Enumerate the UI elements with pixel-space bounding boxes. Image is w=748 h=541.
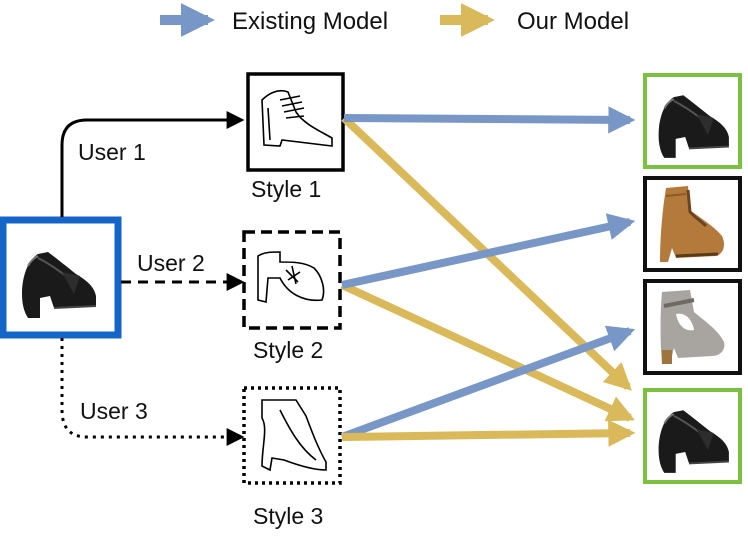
retrieval-arrows xyxy=(340,106,636,447)
sketch-1: Style 1 xyxy=(246,72,345,202)
existing-arrow-style-1 xyxy=(343,106,636,134)
user-3-connector xyxy=(60,338,245,446)
sketch-3-label: Style 3 xyxy=(253,503,323,529)
legend-existing-label: Existing Model xyxy=(232,8,388,35)
user-2-label: User 2 xyxy=(137,250,205,276)
result-3 xyxy=(643,279,742,375)
sketch-2: Style 2 xyxy=(242,230,342,363)
query-photo-frame xyxy=(0,216,122,339)
sketch-1-label: Style 1 xyxy=(251,176,321,202)
user-connectors: User 1 User 2 User 3 xyxy=(60,111,245,446)
ours-arrow-style-3 xyxy=(341,419,636,447)
sketch-3-icon xyxy=(261,399,327,472)
grey-cutout-boot-icon xyxy=(660,290,725,364)
legend-ours-label: Our Model xyxy=(517,8,629,35)
sketch-1-frame xyxy=(246,72,345,172)
legend: Existing Model Our Model xyxy=(160,2,629,38)
existing-arrow-style-3 xyxy=(340,325,636,441)
tan-chelsea-boot-icon xyxy=(660,186,724,262)
sketch-3: Style 3 xyxy=(242,386,342,529)
result-4 xyxy=(643,388,742,484)
ours-arrow-style-2 xyxy=(340,281,635,422)
user-1-connector xyxy=(60,111,245,217)
sketch-3-frame xyxy=(242,386,342,485)
sketch-1-icon xyxy=(261,89,333,147)
sketch-2-frame xyxy=(242,230,342,330)
result-1 xyxy=(643,73,742,169)
result-2 xyxy=(643,176,742,272)
existing-arrow-style-2 xyxy=(341,213,636,289)
user-1-label: User 1 xyxy=(78,139,146,165)
sketch-2-label: Style 2 xyxy=(253,337,323,363)
query-photo xyxy=(0,216,122,339)
user-3-label: User 3 xyxy=(80,398,148,424)
sketch-2-icon xyxy=(257,251,325,304)
